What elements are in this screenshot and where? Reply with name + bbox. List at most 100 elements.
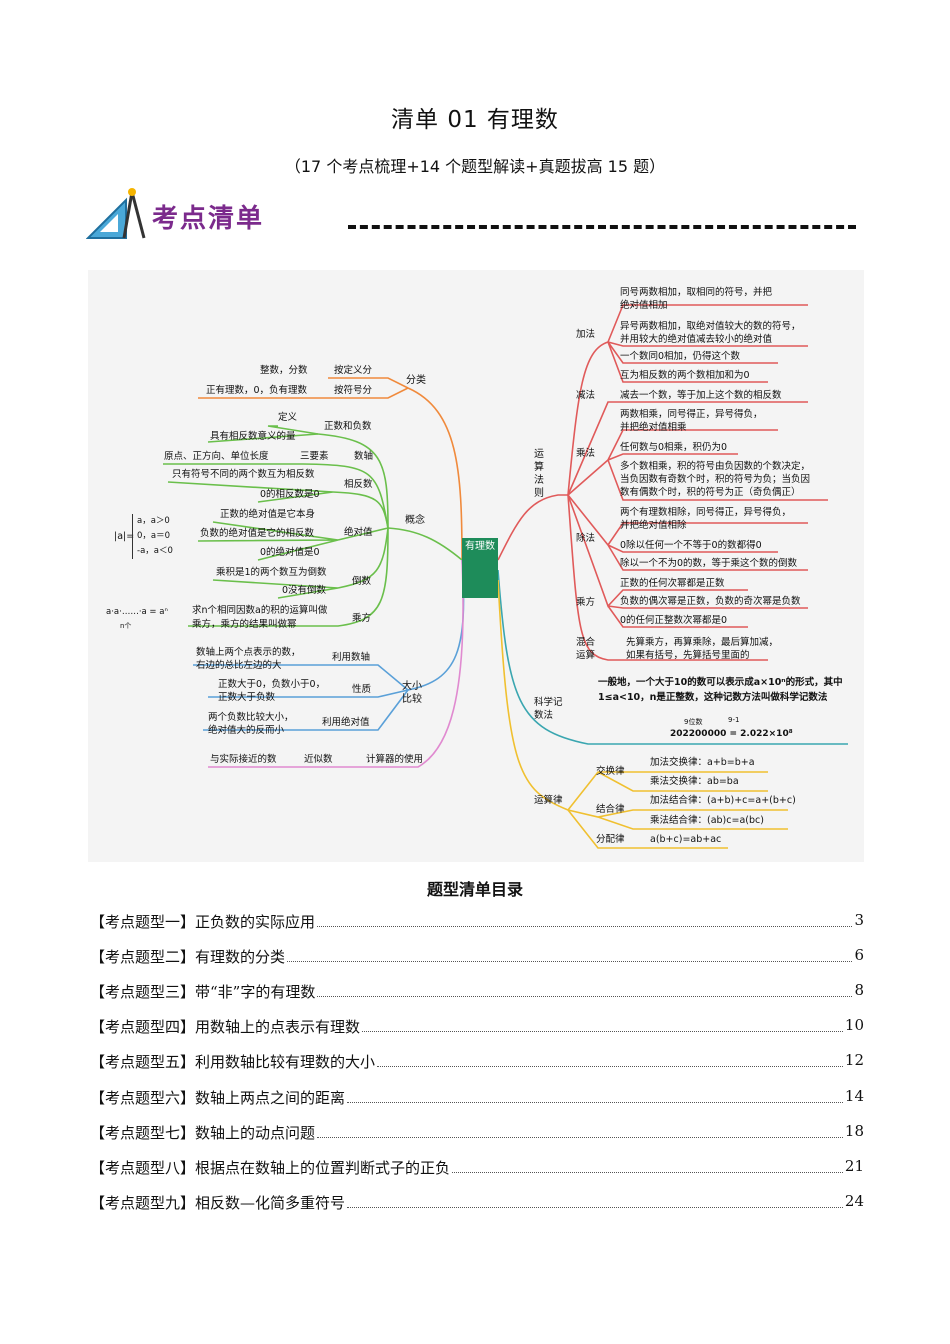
node-absolute-3: 0的绝对值是0 [260, 547, 320, 558]
node-distributive-1: a(b+c)=ab+ac [650, 834, 722, 845]
node-sci: 科学记 数法 [534, 697, 563, 721]
sci-example-exp: 9-1 [728, 716, 740, 724]
toc-item-label: 【考点题型三】带“非”字的有理数 [90, 983, 316, 1001]
toc-item-page: 24 [844, 1192, 864, 1210]
node-pos-neg: 正数和负数 [324, 421, 372, 432]
abs-formula: a，a＞0 0，a＝0 -a，a＜0 [132, 514, 173, 559]
node-power-2: 乘方，乘方的结果叫做幂 [192, 619, 297, 630]
toc-item[interactable]: 【考点题型三】带“非”字的有理数 8 [90, 981, 864, 1002]
toc-item-page: 6 [854, 946, 864, 964]
node-by-sign: 按符号分 [334, 385, 373, 396]
banner-label: 考点清单 [152, 204, 265, 234]
node-opposite-1: 只有符号不同的两个数互为相反数 [172, 469, 315, 480]
power-formula: a·a·……·a = aⁿ [106, 607, 168, 617]
node-add-2b: 并用较大的绝对值减去较小的绝对值 [620, 334, 773, 345]
node-power-op-3: 0的任何正整数次幂都是0 [620, 615, 728, 626]
node-compare-axis-b: 右边的总比左边的大 [196, 660, 282, 671]
node-multiply-1a: 两数相乘，同号得正，异号得负， [620, 409, 763, 420]
node-concept: 概念 [405, 515, 425, 526]
node-subtract-1: 减去一个数，等于加上这个数的相反数 [620, 390, 782, 401]
toc-item[interactable]: 【考点题型一】正负数的实际应用 3 [90, 911, 864, 932]
node-distributive: 分配律 [596, 834, 625, 845]
toc-item-page: 21 [844, 1157, 864, 1175]
node-power-op: 乘方 [576, 597, 596, 608]
toc-item-page: 3 [854, 911, 864, 929]
toc-leader [347, 1087, 843, 1103]
toc-item-label: 【考点题型一】正负数的实际应用 [90, 913, 316, 931]
toc-item-page: 18 [844, 1122, 864, 1140]
node-associative-2: 乘法结合律：(ab)c=a(bc) [650, 815, 764, 826]
node-divide-2: 0除以任何一个不等于0的数都得0 [620, 540, 762, 551]
toc-item-page: 12 [844, 1051, 864, 1069]
node-compare-axis: 利用数轴 [332, 652, 371, 663]
node-mixed: 混合 运算 [576, 637, 596, 661]
toc-item-page: 14 [844, 1087, 864, 1105]
toc-leader [362, 1016, 843, 1032]
node-opposite: 相反数 [344, 479, 373, 490]
node-add-4: 互为相反数的两个数相加和为0 [620, 370, 750, 381]
node-laws: 运算律 [534, 795, 563, 806]
toc-item[interactable]: 【考点题型二】有理数的分类 6 [90, 946, 864, 967]
banner-dash-line [348, 225, 856, 229]
node-multiply: 乘法 [576, 448, 596, 459]
node-power: 乘方 [352, 613, 372, 624]
node-by-definition: 按定义分 [334, 365, 373, 376]
abs-formula-left: |a|= [114, 531, 135, 542]
mind-map: 有理数 分类 按定义分 整数，分数 按符号分 正有理数，0，负有理数 概念 正数… [88, 270, 864, 862]
toc-item-page: 8 [854, 981, 864, 999]
node-power-op-2: 负数的偶次幂是正数，负数的奇次幂是负数 [620, 596, 801, 607]
node-commutative: 交换律 [596, 766, 625, 777]
node-compare-abs-a: 两个负数比较大小， [208, 712, 294, 723]
node-absolute-1: 正数的绝对值是它本身 [220, 509, 316, 520]
node-power-op-1: 正数的任何次幂都是正数 [620, 578, 725, 589]
node-commutative-2: 乘法交换律：ab=ba [650, 776, 739, 787]
toc-leader [317, 1122, 843, 1138]
node-divide: 除法 [576, 533, 596, 544]
node-compare-property-b: 正数大于负数 [218, 692, 276, 703]
node-absolute-2: 负数的绝对值是它的相反数 [200, 528, 315, 539]
toc-leader [347, 1192, 843, 1208]
node-power-1: 求n个相同因数a的积的运算叫做 [192, 605, 328, 616]
node-add-1a: 同号两数相加，取相同的符号，并把 [620, 287, 773, 298]
toc-leader [317, 911, 853, 927]
node-add: 加法 [576, 329, 596, 340]
node-approx-text: 与实际接近的数 [210, 754, 277, 765]
node-definition: 定义 [278, 412, 298, 423]
toc-item-label: 【考点题型二】有理数的分类 [90, 948, 286, 966]
node-compare-property: 性质 [352, 684, 372, 695]
node-absolute: 绝对值 [344, 527, 373, 538]
node-calculator: 计算器的使用 [366, 754, 424, 765]
power-formula-n: n个 [120, 622, 132, 630]
mind-map-lines [163, 304, 848, 849]
node-multiply-3c: 数有偶数个时，积的符号为正（奇负偶正） [620, 487, 801, 498]
node-mixed-a: 先算乘方，再算乘除，最后算加减， [626, 637, 779, 648]
toc-title: 题型清单目录 [426, 880, 523, 899]
node-compare-property-a: 正数大于0，负数小于0， [218, 679, 326, 690]
node-sci-2: 1≤a<10，n是正整数，这种记数方法叫做科学记数法 [598, 692, 828, 703]
toc-item-page: 10 [844, 1016, 864, 1034]
node-add-3: 一个数同0相加，仍得这个数 [620, 351, 741, 362]
node-compare-abs-b: 绝对值大的反而小 [208, 725, 285, 736]
toc-leader [287, 946, 853, 962]
node-associative-1: 加法结合律：(a+b)+c=a+(b+c) [650, 795, 796, 806]
page-subtitle: （17 个考点梳理+14 个题型解读+真题拔高 15 题） [284, 157, 666, 176]
node-reciprocal-2: 0没有倒数 [282, 585, 327, 596]
node-by-sign-text: 正有理数，0，负有理数 [206, 385, 308, 396]
node-by-definition-text: 整数，分数 [260, 365, 308, 376]
node-axis-three: 三要素 [300, 451, 329, 462]
node-opposite-2: 0的相反数是0 [260, 489, 320, 500]
node-associative: 结合律 [596, 804, 625, 815]
node-multiply-2: 任何数与0相乘，积仍为0 [620, 442, 728, 453]
node-classify: 分类 [406, 375, 426, 386]
node-sci-1: 一般地，一个大于10的数可以表示成a×10ⁿ的形式，其中 [598, 677, 843, 688]
sci-example-digits: 9位数 [684, 718, 703, 726]
node-multiply-3b: 当负因数有奇数个时，积的符号为负；当负因 [620, 474, 811, 485]
node-divide-1a: 两个有理数相除，同号得正，异号得负， [620, 507, 792, 518]
sci-example: 202200000 = 2.022×10⁸ [670, 729, 793, 739]
